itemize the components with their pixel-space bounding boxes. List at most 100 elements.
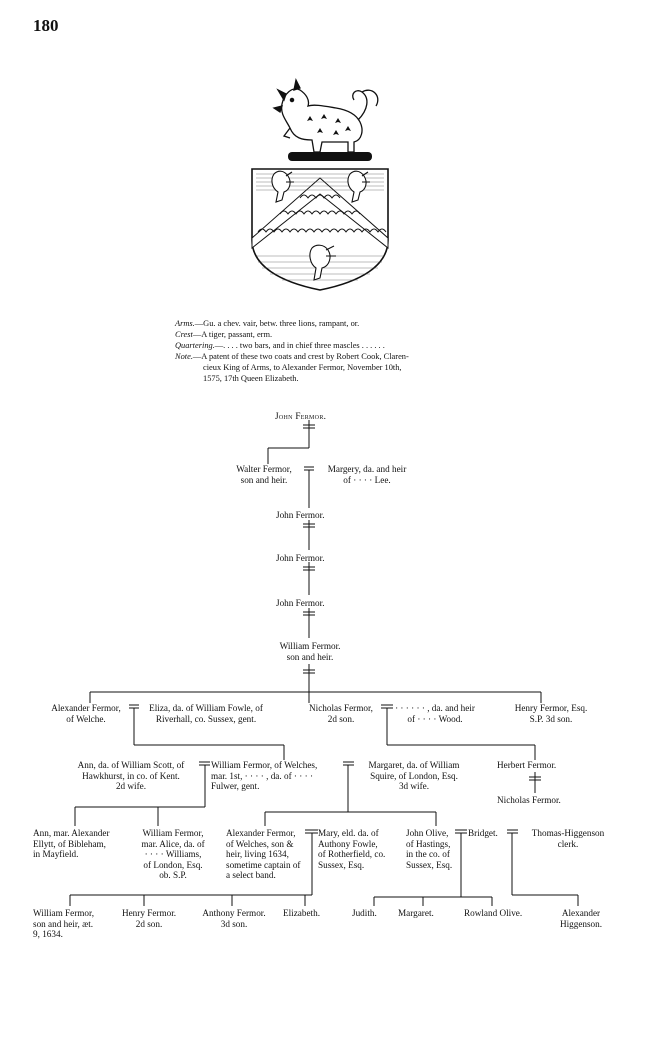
henry-line-1: Henry Fermor, Esq.: [514, 703, 588, 713]
anthony-line-2: 3d son.: [220, 918, 248, 929]
page-number: 180: [33, 16, 59, 35]
ann-scott-line-2: Hawkhurst, in co. of Kent.: [82, 770, 180, 781]
margaret-olive: Margaret.: [398, 908, 434, 918]
william-fermor: William Fermor. son and heir.: [266, 641, 354, 662]
ann-scott-line-3: 2d wife.: [115, 781, 147, 792]
alexander3-line-2: Higgenson.: [559, 918, 603, 929]
crest-label: Crest: [175, 330, 193, 339]
eliza-fowle: Eliza, da. of William Fowle, of Riverhal…: [138, 703, 274, 724]
ann-scott-line-1: Ann, da. of William Scott, of: [77, 760, 185, 770]
wood-line-2: of · · · · Wood.: [407, 713, 463, 724]
alexander2-line-3: heir, living 1634,: [226, 849, 289, 860]
note-line-1: —A patent of these two coats and crest b…: [192, 352, 409, 361]
mary-line-2: Authony Fowle,: [318, 838, 378, 849]
john-olive-line-3: in the co. of: [406, 849, 450, 860]
john-olive-line-4: Sussex, Esq.: [406, 859, 453, 870]
henry2-line-1: Henry Fermor.: [121, 908, 177, 918]
william3-line-4: of London, Esq.: [143, 859, 203, 870]
william2-line-1: William Fermor, of Welches,: [211, 760, 318, 770]
henry-fermor-2: Henry Fermor. 2d son.: [114, 908, 184, 929]
william2-line-2: mar. 1st, · · · · , da. of · · · ·: [211, 770, 314, 781]
anthony-fermor: Anthony Fermor. 3d son.: [192, 908, 276, 929]
arms-text: —Gu. a chev. vair, betw. three lions, ra…: [194, 319, 360, 328]
william4-line-1: William Fermor,: [33, 908, 95, 918]
william-fermor-welches: William Fermor, of Welches, mar. 1st, · …: [211, 760, 317, 792]
margaret-squire: Margaret, da. of William Squire, of Lond…: [354, 760, 474, 792]
alexander3-line-1: Alexander: [561, 908, 601, 918]
arms-label: Arms.: [175, 319, 195, 328]
john-olive-line-2: of Hastings,: [406, 838, 451, 849]
walter-fermor: Walter Fermor, son and heir.: [226, 464, 302, 485]
john-fermor-2: John Fermor.: [276, 510, 325, 520]
william4-line-2: son and heir, æt.: [33, 918, 94, 929]
john-olive: John Olive, of Hastings, in the co. of S…: [406, 828, 452, 870]
walter-line-2: son and heir.: [240, 474, 288, 485]
lion-rampant-icon: [271, 170, 370, 281]
rowland-olive: Rowland Olive.: [464, 908, 523, 918]
crest-text: —A tiger, passant, erm.: [192, 330, 273, 339]
henry-fermor: Henry Fermor, Esq. S.P. 3d son.: [503, 703, 599, 724]
margaret-line-1: Margaret, da. of William: [368, 760, 460, 770]
walter-line-1: Walter Fermor,: [236, 464, 292, 474]
william3-line-1: William Fermor,: [142, 828, 204, 838]
nicholas1-line-1: Nicholas Fermor,: [309, 703, 373, 713]
william-fermor-alice: William Fermor, mar. Alice, da. of · · ·…: [130, 828, 216, 881]
herbert-fermor: Herbert Fermor.: [497, 760, 557, 770]
thomas-higgenson: Thomas-Higgenson clerk.: [518, 828, 618, 849]
nicholas-fermor-2: Nicholas Fermor.: [497, 795, 561, 805]
anthony-line-1: Anthony Fermor.: [202, 908, 266, 918]
eliza-line-1: Eliza, da. of William Fowle, of: [149, 703, 263, 713]
alexander-fermor-welches: Alexander Fermor, of Welches, son & heir…: [226, 828, 301, 881]
mary-line-3: of Rotherfield, co.: [318, 849, 386, 860]
alexander-fermor-welche: Alexander Fermor, of Welche.: [43, 703, 129, 724]
wood-line-1: · · · · · · , da. and heir: [395, 703, 475, 713]
crest-wreath: [288, 152, 372, 161]
ann-ellytt: Ann, mar. Alexander Ellytt, of Bibleham,…: [33, 828, 110, 860]
note-line-3: 1575, 17th Queen Elizabeth.: [203, 374, 299, 383]
alexander1-line-2: of Welche.: [66, 713, 106, 724]
john-olive-line-1: John Olive,: [406, 828, 449, 838]
alexander1-line-1: Alexander Fermor,: [51, 703, 121, 713]
mary-line-1: Mary, eld. da. of: [318, 828, 379, 838]
crest-tiger-icon: [272, 78, 379, 153]
quartering-label: Quartering.: [175, 341, 215, 350]
john-fermor-3: John Fermor.: [276, 553, 325, 563]
ann-mar-line-3: in Mayfield.: [33, 849, 79, 860]
margaret-line-3: 3d wife.: [398, 781, 430, 792]
bridget: Bridget.: [468, 828, 498, 838]
wood-heiress: · · · · · · , da. and heir of · · · · Wo…: [393, 703, 477, 724]
judith: Judith.: [352, 908, 377, 918]
william3-line-2: mar. Alice, da. of: [141, 838, 205, 849]
mary-fowle: Mary, eld. da. of Authony Fowle, of Roth…: [318, 828, 385, 870]
coat-of-arms-illustration: [251, 78, 389, 291]
mary-line-4: Sussex, Esq.: [318, 859, 365, 870]
margery-line-1: Margery, da. and heir: [327, 464, 407, 474]
nicholas-fermor-1: Nicholas Fermor, 2d son.: [300, 703, 382, 724]
alexander2-line-4: sometime captain of: [226, 859, 301, 870]
alexander2-line-1: Alexander Fermor,: [226, 828, 296, 838]
thomas-line-1: Thomas-Higgenson: [531, 828, 605, 838]
william4-line-3: 9, 1634.: [33, 929, 63, 940]
note-label: Note.: [175, 352, 193, 361]
william-line-2: son and heir.: [286, 651, 334, 662]
william3-line-5: ob. S.P.: [159, 870, 187, 881]
john-fermor-top: John Fermor.: [275, 411, 327, 421]
william2-line-3: Fulwer, gent.: [211, 781, 260, 792]
eliza-line-2: Riverhall, co. Sussex, gent.: [155, 713, 257, 724]
thomas-line-2: clerk.: [557, 838, 579, 849]
ann-scott: Ann, da. of William Scott, of Hawkhurst,…: [62, 760, 200, 792]
margery-lee: Margery, da. and heir of · · · · Lee.: [312, 464, 422, 485]
john-fermor-4: John Fermor.: [276, 598, 325, 608]
alexander2-line-2: of Welches, son &: [226, 838, 294, 849]
william3-line-3: · · · · Williams,: [144, 849, 202, 860]
henry-line-2: S.P. 3d son.: [529, 713, 573, 724]
nicholas1-line-2: 2d son.: [327, 713, 355, 724]
alexander-higgenson: Alexander Higgenson.: [548, 908, 614, 929]
ann-mar-line-2: Ellytt, of Bibleham,: [33, 838, 106, 849]
ann-mar-line-1: Ann, mar. Alexander: [33, 828, 110, 838]
note-line-2: cieux King of Arms, to Alexander Fermor,…: [203, 363, 402, 372]
elizabeth: Elizabeth.: [283, 908, 320, 918]
quartering-text: —. . . . two bars, and in chief three ma…: [214, 341, 385, 350]
